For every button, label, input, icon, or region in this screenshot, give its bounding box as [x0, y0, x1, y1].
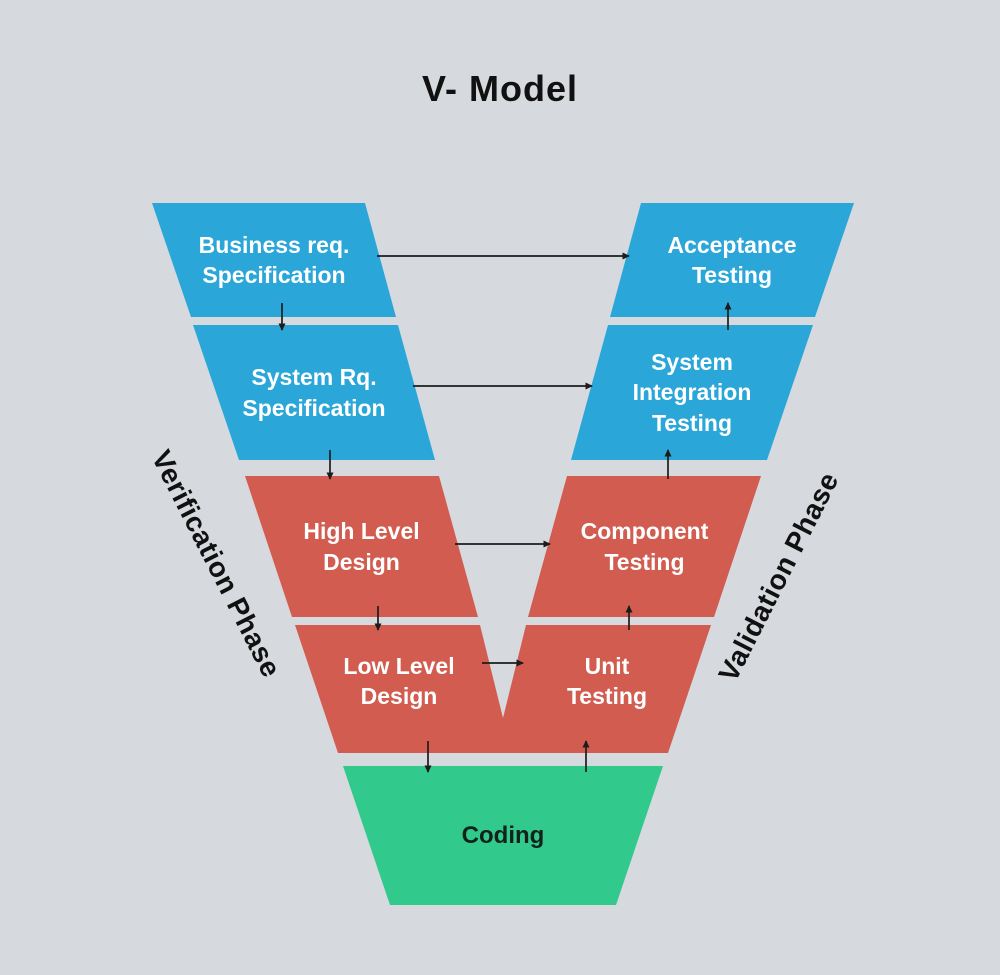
- node-label: Low Level Design: [343, 652, 455, 709]
- node-label: System Integration Testing: [632, 348, 752, 436]
- node-unit-testing: Unit Testing: [503, 625, 711, 753]
- node-acceptance-testing: Acceptance Testing: [610, 203, 854, 317]
- node-high-level-design: High Level Design: [245, 476, 478, 617]
- node-system-integration-testing: System Integration Testing: [571, 325, 813, 460]
- node-component-testing: Component Testing: [528, 476, 761, 617]
- node-low-level-design: Low Level Design: [295, 625, 503, 753]
- page-title: V- Model: [421, 68, 579, 109]
- node-label: Unit Testing: [566, 652, 648, 709]
- node-label: Acceptance Testing: [667, 231, 797, 288]
- node-system-req-specification: System Rq. Specification: [193, 325, 435, 460]
- node-label: Business req. Specification: [198, 231, 350, 288]
- node-business-req-specification: Business req. Specification: [152, 203, 396, 317]
- node-label: System Rq. Specification: [242, 364, 386, 421]
- node-coding: Coding: [343, 766, 663, 905]
- node-label: Coding: [461, 821, 545, 849]
- node-label: Component Testing: [580, 518, 709, 575]
- node-label: High Level Design: [303, 518, 420, 575]
